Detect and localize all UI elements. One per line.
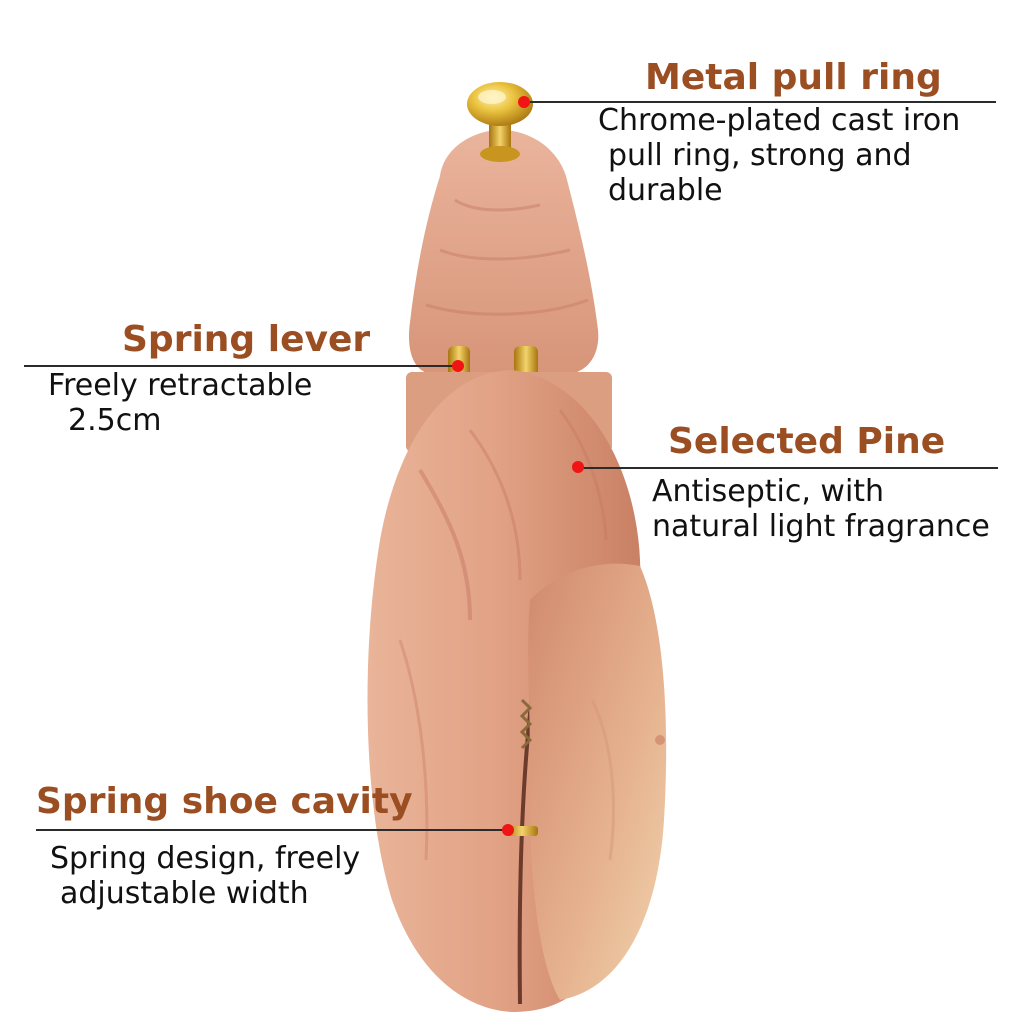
spring-lever-marker-icon: [452, 360, 464, 372]
heel-block: [408, 130, 599, 374]
metal-pull-ring-part: [467, 82, 533, 162]
cavity-spring: [506, 698, 538, 836]
description-line: Freely retractable: [48, 368, 313, 403]
spring-lever-description: Freely retractable 2.5cm: [48, 368, 312, 438]
spring-shoe-cavity-title: Spring shoe cavity: [36, 781, 413, 822]
description-line: pull ring, strong and: [608, 138, 912, 173]
spring-shoe-cavity-leader: [36, 829, 508, 831]
description-line: adjustable width: [60, 876, 309, 911]
description-line: durable: [608, 173, 723, 208]
spring-lever-leader: [24, 365, 458, 367]
toe-flap: [528, 563, 667, 1000]
selected-pine-title: Selected Pine: [668, 421, 946, 462]
description-line: Spring design, freely: [50, 841, 361, 876]
selected-pine-leader: [578, 467, 998, 469]
description-line: Chrome-plated cast iron: [598, 103, 961, 138]
description-line: natural light fragrance: [652, 509, 990, 544]
spring-shoe-cavity-description: Spring design, freely adjustable width: [50, 841, 360, 911]
spring-shoe-cavity-marker-icon: [502, 824, 514, 836]
spring-lever-title: Spring lever: [122, 319, 371, 360]
selected-pine-description: Antiseptic, with natural light fragrance: [652, 474, 990, 544]
selected-pine-marker-icon: [572, 461, 584, 473]
description-line: 2.5cm: [68, 403, 162, 438]
description-line: Antiseptic, with: [652, 474, 885, 509]
metal-pull-ring-marker-icon: [518, 96, 530, 108]
metal-pull-ring-description: Chrome-plated cast iron pull ring, stron…: [598, 103, 960, 208]
metal-pull-ring-leader: [524, 101, 996, 103]
metal-pull-ring-title: Metal pull ring: [645, 57, 942, 98]
